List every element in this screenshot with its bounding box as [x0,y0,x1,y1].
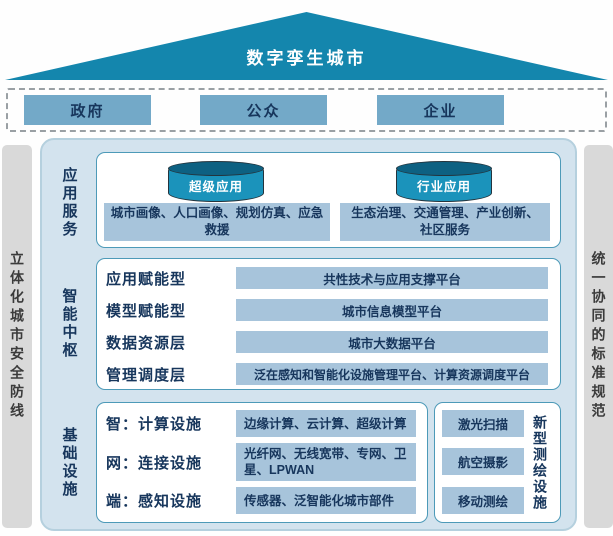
industry-apps-items: 生态治理、交通管理、产业创新、社区服务 [340,203,550,241]
left-rail-security-line: 立体化城市安全防线 [2,145,32,528]
infra-row-label: 智：计算设施 [106,416,203,433]
cylinder-top-ellipse [168,161,264,176]
right-rail-standards: 统一协同的标准规范 [584,145,613,528]
hub-row-platform: 城市信息模型平台 [236,299,548,321]
right-rail-label: 统一协同的标准规范 [590,251,607,422]
infra-row-label: 端：感知设施 [106,493,203,510]
section-label-infrastructure: 基础设施 [60,426,78,499]
surveying-section-label: 新型测绘设施 [532,415,548,511]
industry-apps-cylinder: 行业应用 [396,161,492,202]
section-label-intelligent-hub: 智能中枢 [60,288,78,360]
stakeholder-band [6,88,607,132]
surveying-item-aerial: 航空摄影 [442,448,524,475]
surveying-item-mobile: 移动测绘 [442,487,524,514]
hub-row-label: 管理调度层 [106,366,187,384]
stakeholder-public: 公众 [200,95,327,125]
super-apps-cylinder: 超级应用 [168,161,264,202]
infra-row-label: 网：连接设施 [106,454,203,472]
infra-row-items: 边缘计算、云计算、超级计算 [236,410,416,437]
stakeholder-enterprise: 企业 [377,95,504,125]
super-apps-items: 城市画像、人口画像、规划仿真、应急救援 [104,203,330,241]
hub-row-platform: 城市大数据平台 [236,331,548,353]
infra-row-items: 光纤网、无线宽带、专网、卫星、LPWAN [236,443,416,481]
cylinder-top-ellipse [396,161,492,176]
infra-row-items: 传感器、泛智能化城市部件 [236,487,416,514]
hub-row-platform: 共性技术与应用支撑平台 [236,267,548,289]
hub-row-label: 模型赋能型 [106,302,187,320]
diagram-title: 数字孪生城市 [246,49,367,68]
hub-row-label: 应用赋能型 [106,270,187,288]
stakeholder-government: 政府 [24,95,151,125]
left-rail-label: 立体化城市安全防线 [9,251,25,422]
surveying-item-laser: 激光扫描 [442,410,524,437]
hub-row-label: 数据资源层 [106,334,187,352]
hub-row-platform: 泛在感知和智能化设施管理平台、计算资源调度平台 [236,363,548,385]
section-label-app-services: 应用服务 [60,167,78,239]
